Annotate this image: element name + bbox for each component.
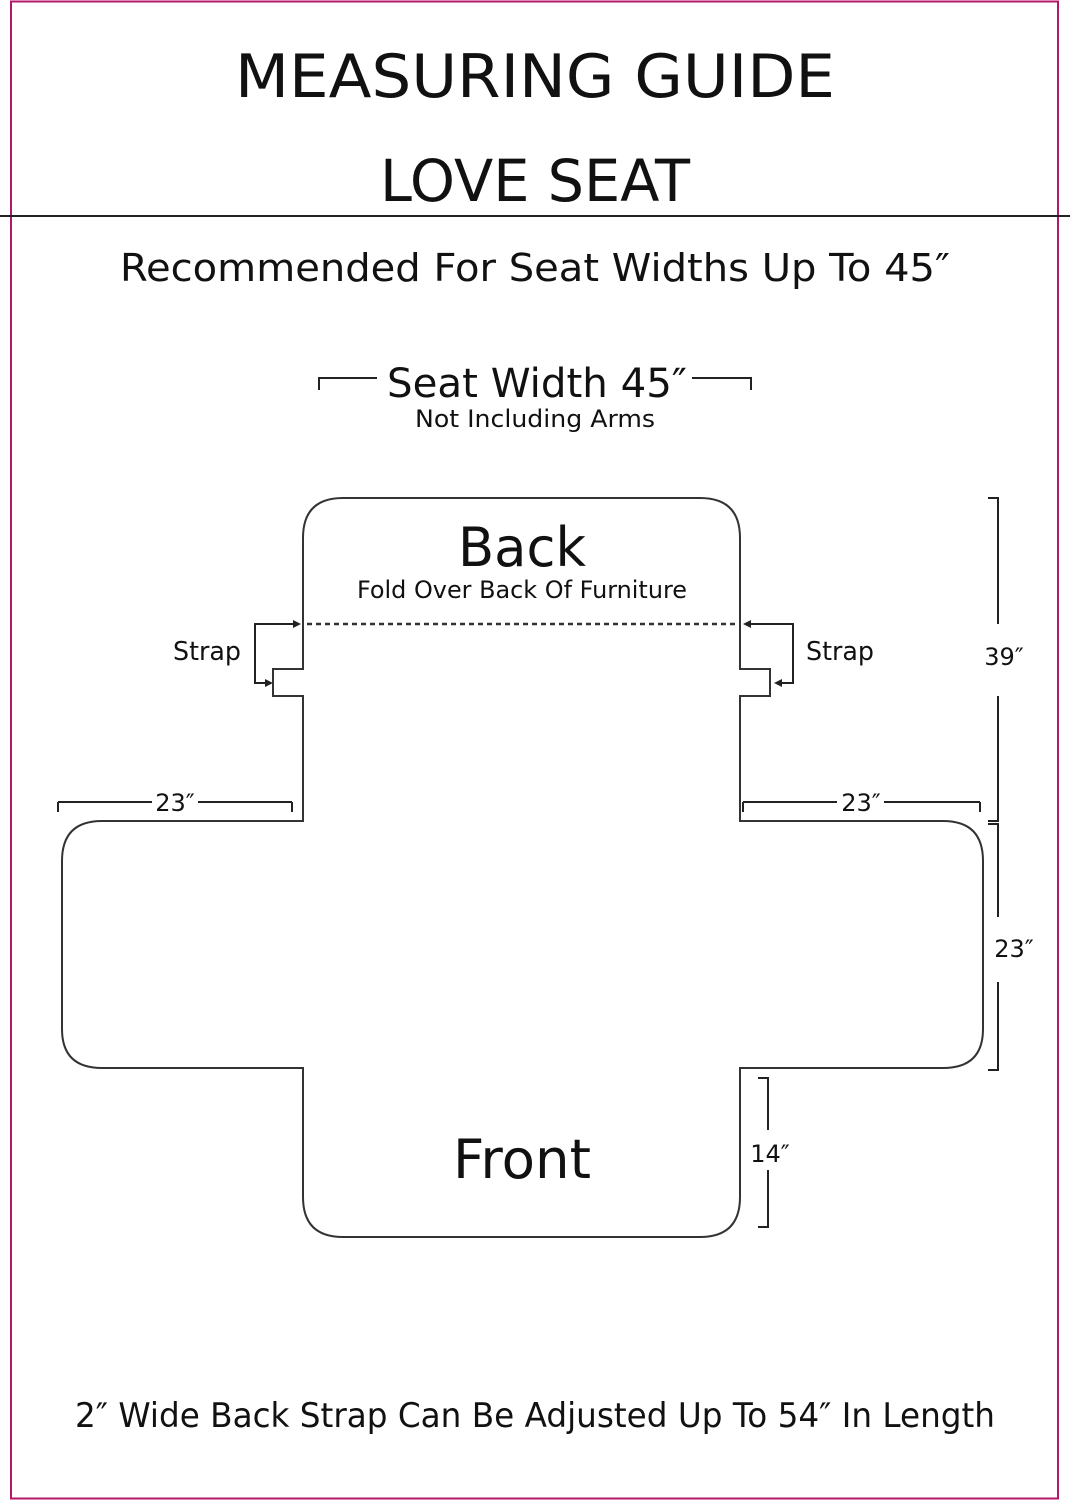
page-border (10, 0, 1059, 1500)
right-strap-arrow-bottom (774, 679, 782, 687)
right-strap-arrow-top (743, 620, 751, 628)
back-height-dimension (988, 497, 999, 822)
left-strap-arrow-top (293, 620, 301, 628)
left-strap-arrow-bottom (265, 679, 273, 687)
left-arm-dimension-label: 23″ (155, 789, 195, 817)
right-strap-indicator (748, 623, 794, 684)
left-arm-dimension (57, 801, 293, 812)
seat-width-note: Not Including Arms (415, 405, 655, 433)
cover-outline (61, 497, 984, 1238)
left-strap-label: Strap (173, 637, 241, 667)
right-strap-label: Strap (806, 637, 874, 667)
footer-note: 2″ Wide Back Strap Can Be Adjusted Up To… (75, 1396, 995, 1436)
seat-width-label: Seat Width 45″ (387, 361, 687, 407)
seat-depth-dimension-label: 23″ (994, 935, 1034, 963)
back-panel-label: Back (458, 516, 587, 579)
front-drop-dimension (758, 1077, 769, 1228)
seat-width-dimension (318, 377, 752, 390)
back-panel-note: Fold Over Back Of Furniture (357, 576, 687, 604)
left-strap-indicator (254, 623, 296, 684)
page-title: MEASURING GUIDE (235, 42, 835, 112)
right-arm-dimension-label: 23″ (841, 789, 881, 817)
page-subtitle: LOVE SEAT (380, 147, 691, 215)
seat-width-bracket-left (318, 377, 377, 390)
seat-depth-dimension (988, 823, 999, 1071)
right-arm-dimension (742, 801, 981, 812)
front-panel-label: Front (453, 1128, 591, 1191)
seat-width-bracket-right (692, 377, 752, 390)
front-drop-dimension-label: 14″ (750, 1140, 790, 1168)
back-height-dimension-label: 39″ (984, 643, 1024, 671)
recommendation-text: Recommended For Seat Widths Up To 45″ (120, 246, 950, 290)
